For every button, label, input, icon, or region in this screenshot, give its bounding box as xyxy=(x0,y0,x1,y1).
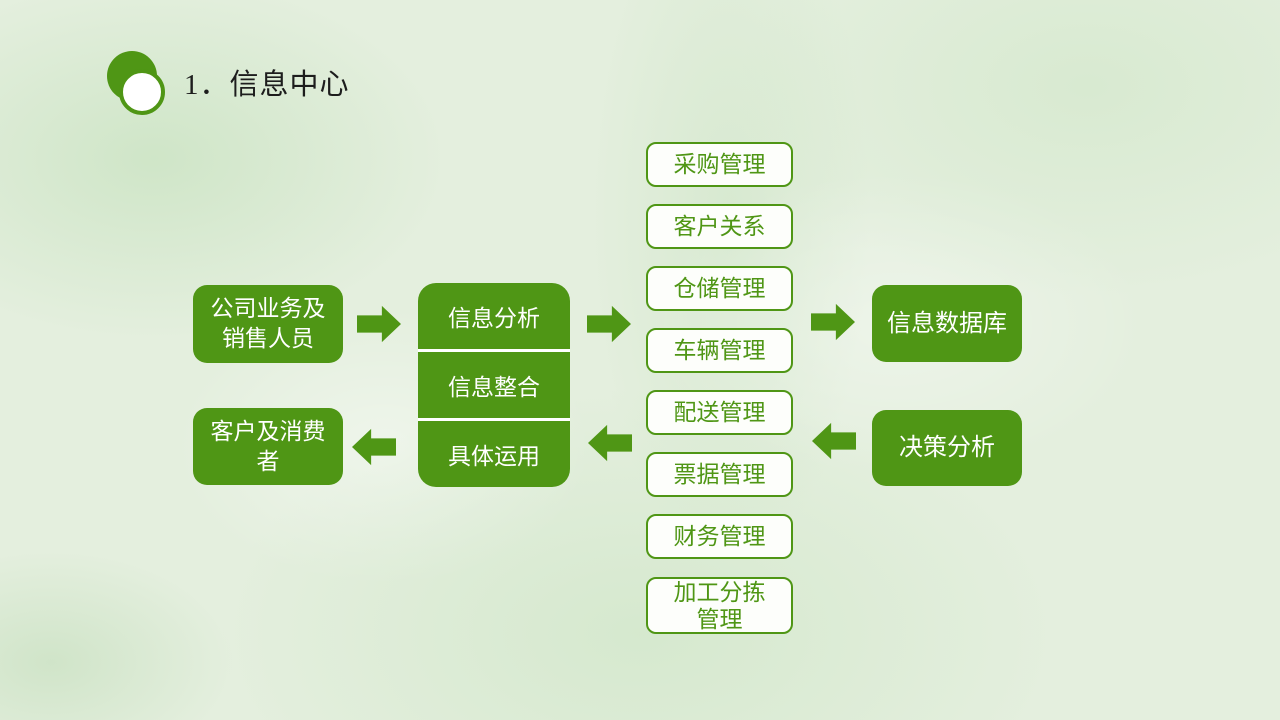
process-section-application: 具体运用 xyxy=(418,418,570,487)
box-module-finance: 财务管理 xyxy=(646,514,793,559)
arrow-left-icon xyxy=(588,424,632,462)
box-module-purchasing: 采购管理 xyxy=(646,142,793,187)
arrow-left-icon xyxy=(352,428,396,466)
box-module-warehousing: 仓储管理 xyxy=(646,266,793,311)
page-title: 1．信息中心 xyxy=(184,69,350,101)
box-module-vehicles: 车辆管理 xyxy=(646,328,793,373)
arrow-left-icon xyxy=(812,422,856,460)
arrow-right-icon xyxy=(587,305,631,343)
box-module-delivery: 配送管理 xyxy=(646,390,793,435)
arrow-right-icon xyxy=(811,303,855,341)
double-circle-icon xyxy=(119,69,165,115)
box-module-processing-sorting: 加工分拣 管理 xyxy=(646,577,793,634)
process-section-integration: 信息整合 xyxy=(418,349,570,418)
box-process-stack: 信息分析 信息整合 具体运用 xyxy=(418,283,570,487)
box-module-invoices: 票据管理 xyxy=(646,452,793,497)
box-information-database: 信息数据库 xyxy=(872,285,1022,362)
box-decision-analysis: 决策分析 xyxy=(872,410,1022,486)
process-section-analysis: 信息分析 xyxy=(448,306,540,331)
box-module-customer-relations: 客户关系 xyxy=(646,204,793,249)
arrow-right-icon xyxy=(357,305,401,343)
box-company-business: 公司业务及 销售人员 xyxy=(193,285,343,363)
box-customers-consumers: 客户及消费 者 xyxy=(193,408,343,485)
